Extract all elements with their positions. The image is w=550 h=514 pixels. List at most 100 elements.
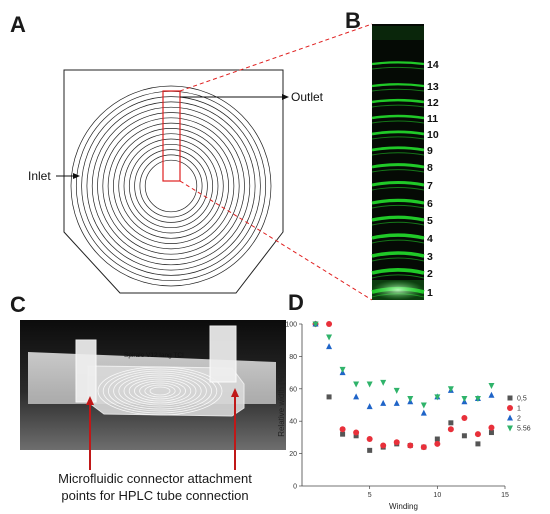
data-point <box>380 379 387 386</box>
fluorescence-band <box>371 130 425 136</box>
panel-c-letter: C <box>10 292 26 317</box>
winding-number-label: 4 <box>427 233 433 245</box>
photo-spiral-ring <box>97 366 223 416</box>
data-point <box>461 433 467 439</box>
y-tick-label: 100 <box>285 322 297 329</box>
winding-number-label: 14 <box>427 59 439 71</box>
photo-spiral-channel <box>97 366 223 416</box>
fluorescence-band-edge <box>371 239 425 244</box>
winding-number-label: 1 <box>427 287 433 299</box>
fluorescence-band <box>371 251 425 258</box>
legend-label: 1 <box>517 406 521 413</box>
spiral-ring <box>70 85 272 287</box>
data-point <box>434 394 441 401</box>
legend-label: 0,5 <box>517 396 527 403</box>
data-point <box>461 414 468 421</box>
y-tick-label: 20 <box>289 451 297 458</box>
winding-number-label: 11 <box>427 113 438 125</box>
photo-spiral-ring <box>144 384 176 398</box>
caption-line-2: points for HPLC tube connection <box>61 488 249 503</box>
winding-number-label: 9 <box>427 145 433 157</box>
fluorescence-band-edge <box>371 120 425 124</box>
caption-line-1: Microfluidic connector attachment <box>58 471 252 486</box>
photo-spiral-ring <box>108 370 212 412</box>
spiral-ring <box>144 159 198 213</box>
outlet-arrowhead <box>282 94 289 100</box>
data-point <box>420 409 427 416</box>
data-point <box>312 321 319 328</box>
y-axis-label: Relative width [%] <box>277 373 286 437</box>
spiral-ring <box>107 122 235 250</box>
fluorescence-band <box>371 61 425 66</box>
data-point <box>447 386 454 393</box>
left-connector-arrowhead <box>86 396 94 405</box>
fluorescence-band <box>371 114 425 120</box>
panel-a-letter: A <box>10 12 26 37</box>
chip-engraving: Spirale V12 lang TCI <box>124 352 184 359</box>
data-point <box>366 403 373 410</box>
legend-label: 2 <box>517 416 521 423</box>
fluorescence-band <box>371 233 425 240</box>
fluorescence-band-edge <box>371 169 425 173</box>
legend-marker <box>507 414 513 421</box>
winding-number-label: 8 <box>427 162 433 174</box>
data-point <box>326 334 333 341</box>
winding-number-label: 7 <box>427 180 433 192</box>
spiral-ring <box>139 154 203 218</box>
data-point <box>340 431 346 437</box>
top-band <box>372 26 424 40</box>
y-tick-label: 80 <box>289 354 297 361</box>
spiral-ring <box>81 96 261 276</box>
data-point <box>488 383 495 390</box>
spiral-ring <box>118 133 224 239</box>
legend-marker <box>507 425 513 432</box>
fluorescence-band-edge <box>371 152 425 156</box>
data-point <box>353 429 360 436</box>
fluorescence-band-edge <box>371 274 425 279</box>
y-tick-label: 60 <box>289 386 297 393</box>
legend-marker <box>507 405 513 411</box>
spiral-channel <box>70 85 272 287</box>
zoom-line-bottom <box>179 180 373 301</box>
spiral-ring <box>128 143 214 229</box>
data-point <box>339 366 346 373</box>
data-point <box>326 394 332 400</box>
photo-spiral-ring <box>133 380 186 402</box>
data-point <box>434 440 441 447</box>
winding-number-label: 12 <box>427 97 439 109</box>
data-point <box>448 420 454 426</box>
x-axis-label: Winding <box>389 502 418 511</box>
panel-b-letter: B <box>345 8 361 33</box>
spiral-ring <box>91 106 251 266</box>
outlet-label: Outlet <box>291 90 324 104</box>
y-tick-label: 40 <box>289 419 297 426</box>
fluorescence-band-edge <box>371 66 425 70</box>
data-point <box>339 426 346 433</box>
right-connector-block <box>209 325 237 383</box>
fluorescence-band <box>371 268 425 275</box>
spiral-ring <box>102 117 240 255</box>
imaging-region-box <box>162 90 181 182</box>
data-point <box>474 431 481 438</box>
data-point <box>326 343 333 350</box>
x-tick-label: 10 <box>433 492 441 499</box>
data-point <box>393 387 400 394</box>
left-connector-block <box>75 339 97 403</box>
winding-number-label: 6 <box>427 198 433 210</box>
legend-label: 5.56 <box>517 426 531 433</box>
fluorescence-band <box>371 146 425 152</box>
inlet-label: Inlet <box>28 169 51 183</box>
y-tick-label: 0 <box>293 484 297 491</box>
spiral-ring <box>123 138 219 234</box>
winding-number-label: 5 <box>427 215 433 227</box>
data-point <box>407 442 414 449</box>
inlet-arrowhead <box>73 173 80 179</box>
data-point <box>475 441 481 447</box>
photo-spiral-ring <box>139 382 181 400</box>
fluorescence-band-edge <box>371 136 425 140</box>
x-tick-label: 5 <box>368 492 372 499</box>
data-point <box>434 436 440 442</box>
